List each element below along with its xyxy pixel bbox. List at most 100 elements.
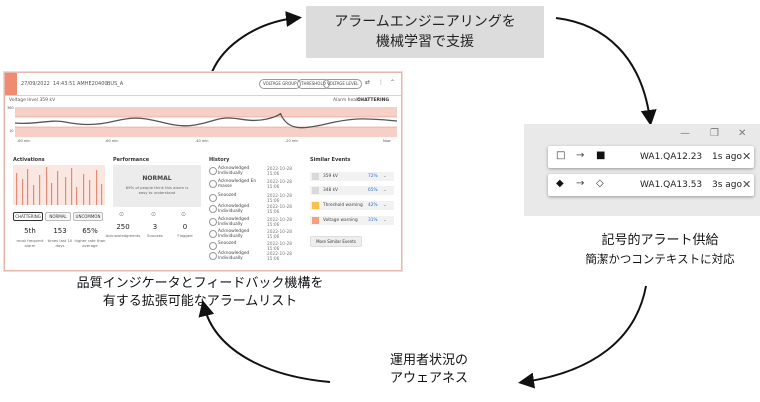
performance-title: Performance [113,157,150,163]
left-caption-line1: 品質インジケータとフィードバック機構を [76,276,324,291]
empty-diamond-icon: ◇ [596,178,604,189]
history-icon [209,205,217,213]
stat-count-label: times last 10 days [47,238,73,248]
right-caption: 記号的アラート供給 簡潔かつコンテキストに対応 [560,232,760,268]
chevron-down-icon: ⌄ [383,174,387,179]
x-tick-4: Now [383,139,391,143]
perf-ack-label: Acknowledgments [105,233,141,238]
alarm-time: 14:43:51 [53,81,76,87]
minimize-icon[interactable]: — [680,128,690,139]
chevron-down-icon: ⌄ [383,203,387,208]
performance-desc: 89% of people think this alarm is easy t… [125,185,189,195]
chevron-down-icon: ⌄ [383,188,387,193]
arrow-bottom-right [518,285,647,389]
activations-chart [13,165,105,205]
arrow-right-icon: → [576,150,585,161]
ack-icon: ⊙ [119,211,125,218]
voltage-level-pill[interactable]: VOLTAGE LEVEL [323,79,363,89]
y-tick-bottom: 10 [9,129,14,133]
stat-rank-label: most frequent alarm [16,238,44,248]
chattering-button[interactable]: CHATTERING [13,212,43,221]
alarm-id: AMHE20400 [77,81,108,87]
arrow-bottom-left [198,300,331,383]
perf-flag-label: Flagged [177,233,193,238]
similar-swatch [312,173,319,180]
perf-flag-value: 0 [182,223,188,231]
stat-count-value: 153 [53,227,67,235]
arrow-top-right [555,17,657,126]
bottom-caption-line2: アウェアネス [389,371,468,386]
x-tick-0: -80 min [17,139,31,143]
dismiss-icon[interactable]: ✕ [742,150,752,163]
alarm-list-screenshot: 27/09/2022 14:43:51 AMHE20400 BUS_A VOLT… [4,72,402,271]
history-icon [209,230,217,238]
alert-row-2[interactable]: ◆ → ◇ WA1.QA13.53 3s ago ✕ [548,174,754,196]
right-caption-line2: 簡潔かつコンテキストに対応 [585,252,735,266]
perf-snooze-label: Snoozes [147,233,163,238]
x-tick-1: -60 min [105,139,119,143]
x-tick-2: -40 min [195,139,209,143]
arrow-top-left [211,11,302,73]
threshold-pill[interactable]: THRESHOLD [297,79,330,89]
more-icon[interactable]: ⋮ [378,79,384,86]
close-window-icon[interactable]: ✕ [738,128,747,139]
restore-icon[interactable]: ❐ [710,128,719,139]
voltage-group-pill[interactable]: VOLTAGE GROUP [259,79,301,89]
similar-swatch [312,187,319,194]
more-similar-events-button[interactable]: More Similar Events [310,236,362,247]
upper-band [15,107,397,117]
collapse-icon[interactable]: ⌃ [390,79,396,86]
arrow-right-icon: → [576,178,585,189]
bottom-caption: 運用者状況の アウェアネス [344,352,514,388]
snooze-icon: ⊙ [151,211,157,218]
x-tick-3: -20 min [285,139,299,143]
perf-ack-value: 250 [116,223,130,231]
filled-square-icon: ■ [596,150,606,161]
voltage-line [14,112,398,129]
history-title: History [209,157,230,163]
alert-ago-2: 3s ago [712,180,743,190]
lower-band [15,127,397,137]
top-box-line1: アラームエンジニアリングを [334,14,516,30]
voltage-chart [14,107,398,137]
similar-title: Similar Events [310,157,351,163]
dismiss-icon[interactable]: ✕ [742,178,752,191]
stat-rate-value: 65% [82,227,98,235]
similar-swatch [312,202,319,209]
alert-code-1: WA1.QA12.23 [640,152,703,162]
alert-row-1[interactable]: □ → ■ WA1.QA12.23 1s ago ✕ [548,146,754,168]
uncommon-button[interactable]: UNCOMMON [73,212,103,221]
alarm-health-label: Alarm health: [333,98,364,103]
history-icon [209,242,217,250]
filled-diamond-icon: ◆ [556,178,564,189]
alarm-bus: BUS_A [107,81,124,87]
chart-title: Voltage level 359 kV [9,98,56,103]
history-icon [209,252,217,260]
performance-status: NORMAL [142,175,172,182]
y-tick-top: 360 [7,106,14,110]
perf-snooze-value: 3 [152,223,158,231]
pin-icon[interactable]: ⇄ [365,79,371,86]
alert-ago-1: 1s ago [712,152,743,162]
alarm-logo-icon [5,73,17,95]
ml-support-box: アラームエンジニアリングを 機械学習で支援 [306,6,544,58]
performance-status-box: NORMAL 89% of people think this alarm is… [113,165,201,207]
left-caption: 品質インジケータとフィードバック機構を 有する拡張可能なアラームリスト [30,275,370,311]
activations-title: Activations [13,157,45,163]
history-icon [209,180,217,188]
history-icon [209,194,217,202]
normal-button[interactable]: NORMAL [45,212,71,221]
history-icon [209,167,217,175]
